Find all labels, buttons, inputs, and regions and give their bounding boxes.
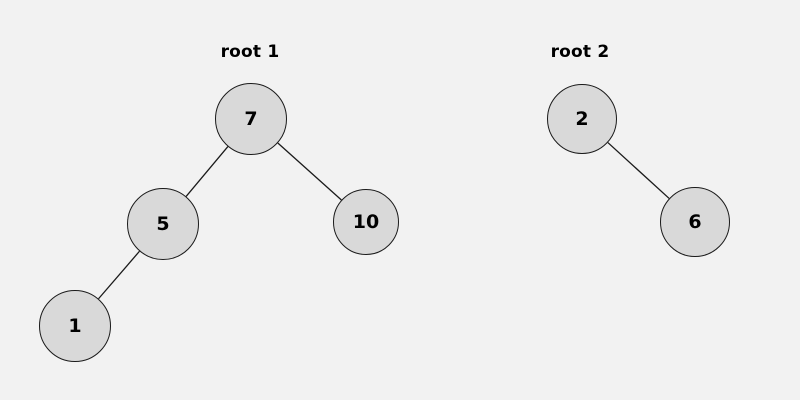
tree-title-1: root 1	[220, 42, 280, 62]
tree-edge-7-5	[185, 146, 229, 197]
tree-node-label: 6	[688, 210, 702, 233]
tree-node-label: 10	[352, 210, 380, 233]
tree-edge-2-6	[607, 142, 670, 199]
tree-node-label: 5	[156, 212, 170, 235]
tree-edge-5-1	[98, 250, 140, 300]
tree-node-6: 6	[660, 187, 730, 257]
tree-node-5: 5	[127, 188, 199, 260]
tree-node-10: 10	[333, 189, 399, 255]
tree-node-label: 2	[575, 107, 589, 130]
tree-node-7: 7	[215, 83, 287, 155]
tree-node-label: 7	[244, 107, 258, 130]
tree-node-1: 1	[39, 290, 111, 362]
tree-node-2: 2	[547, 84, 617, 154]
tree-node-label: 1	[68, 314, 82, 337]
tree-edge-7-10	[277, 142, 342, 201]
tree-title-2: root 2	[550, 42, 610, 62]
